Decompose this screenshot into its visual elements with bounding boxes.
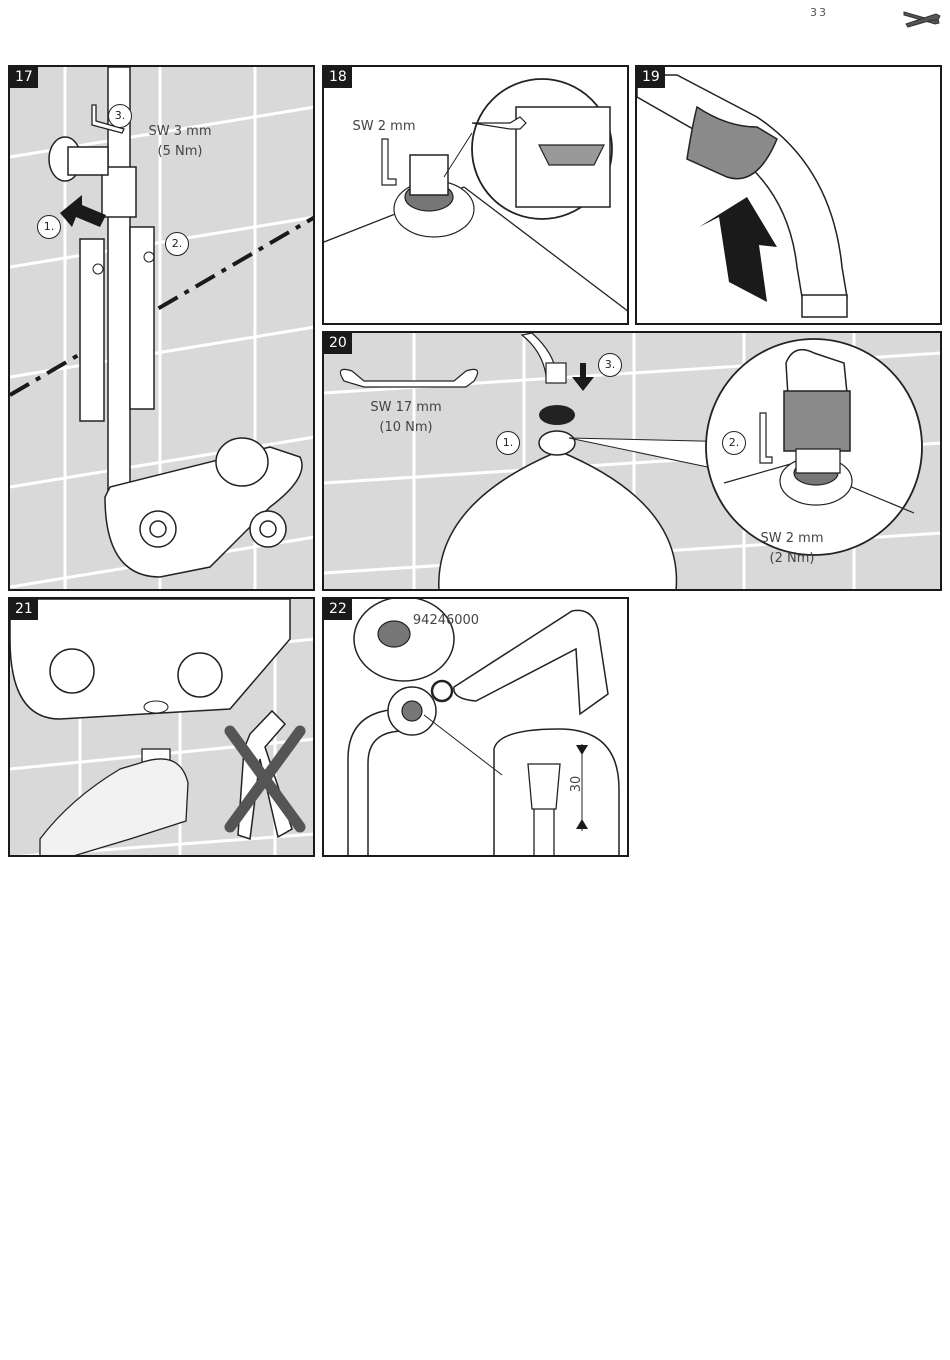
step-number: 18 [324, 67, 352, 88]
detail-label-line2: (2 Nm) [752, 549, 832, 569]
illustration-18 [324, 67, 629, 325]
step-circle-2: 2. [165, 232, 189, 256]
illustration-21 [10, 599, 315, 857]
tool-label-line2: (5 Nm) [140, 142, 220, 162]
step-number: 21 [10, 599, 38, 620]
illustration-19 [637, 67, 942, 325]
step-panel-22: 22 94246000 30 [322, 597, 629, 857]
step-circle-3: 3. [598, 353, 622, 377]
tool-label-line1: SW 3 mm [140, 122, 220, 142]
part-number: 94246000 [406, 611, 486, 631]
illustration-20 [324, 333, 942, 591]
illustration-22 [324, 599, 629, 857]
step-panel-21: 21 [8, 597, 315, 857]
tool-label-line1: SW 2 mm [344, 117, 424, 137]
step-circle-3: 3. [108, 104, 132, 128]
wrench-label-line1: SW 17 mm [366, 398, 446, 418]
step-number: 22 [324, 599, 352, 620]
step-circle-1: 1. [37, 215, 61, 239]
step-circle-2: 2. [722, 431, 746, 455]
wrench-screwdriver-icon [902, 6, 942, 32]
step-circle-1: 1. [496, 431, 520, 455]
dimension-label: 30 [567, 769, 587, 799]
detail-label-line1: SW 2 mm [752, 529, 832, 549]
step-panel-18: 18 SW 2 mm [322, 65, 629, 325]
step-number: 20 [324, 333, 352, 354]
step-number: 19 [637, 67, 665, 88]
step-panel-20: 20 1. 2. 3. SW 17 mm (10 Nm) SW [322, 331, 942, 591]
step-panel-17: 17 [8, 65, 315, 591]
wrench-label-line2: (10 Nm) [366, 418, 446, 438]
page-number: 33 [810, 6, 828, 19]
step-number: 17 [10, 67, 38, 88]
step-panel-19: 19 [635, 65, 942, 325]
